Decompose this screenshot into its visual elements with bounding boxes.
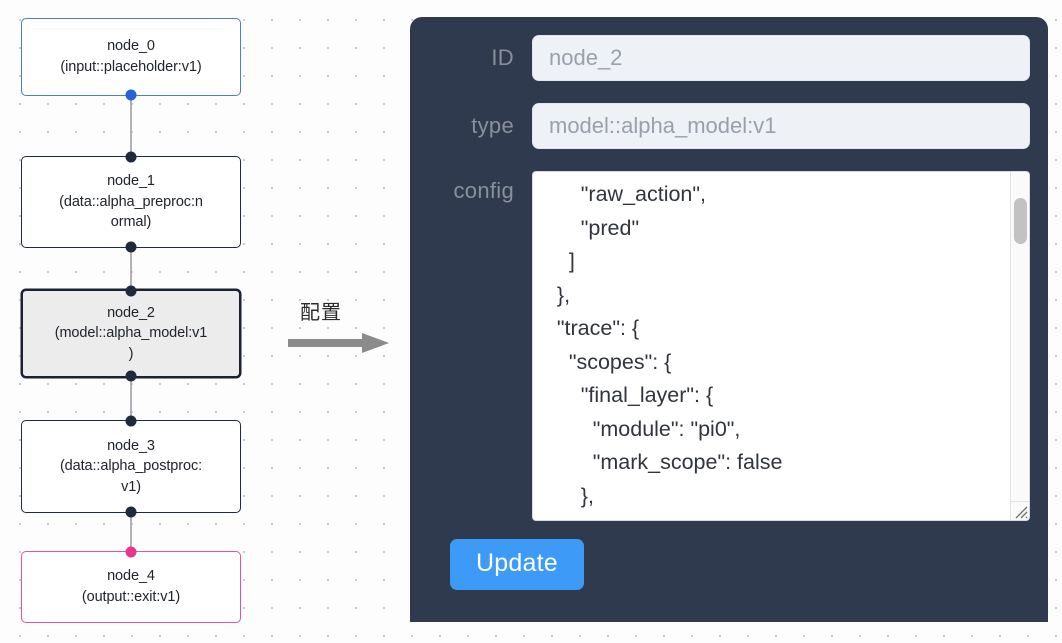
node-title: node_1 [107,173,155,190]
node-config-panel: ID node_2 type model::alpha_model:v1 con… [410,17,1048,622]
resize-grip-icon[interactable] [1010,501,1029,520]
configure-annotation: 配置 [288,296,398,366]
node-subtitle-line1: (data::alpha_preproc:n [59,193,203,210]
update-button[interactable]: Update [450,539,584,590]
field-row-type: type model::alpha_model:v1 [428,103,1030,149]
node-handle-bottom[interactable] [125,89,137,101]
vertical-scrollbar[interactable] [1010,172,1029,502]
id-field-label: ID [491,45,514,70]
node-title: node_0 [107,38,155,55]
annotation-label: 配置 [300,300,342,324]
config-textarea[interactable]: "raw_action", "pred" ] }, "trace": { "sc… [532,171,1030,521]
config-textarea-content[interactable]: "raw_action", "pred" ] }, "trace": { "sc… [556,182,783,520]
id-input[interactable]: node_2 [532,35,1030,81]
node-handle-top[interactable] [125,151,137,163]
panel-actions: Update [428,539,1030,590]
right-arrow-icon [288,332,390,354]
node-subtitle-line1: (model::alpha_model:v1 [54,325,208,342]
node-title: node_4 [107,568,155,585]
node-handle-bottom[interactable] [125,370,137,382]
node-subtitle-line1: (data::alpha_postproc: [59,458,203,475]
type-input[interactable]: model::alpha_model:v1 [532,103,1030,149]
node-handle-top[interactable] [125,285,137,297]
config-field-label: config [453,178,514,203]
edge-node1-node2 [130,246,132,291]
edge-node2-node3 [130,376,132,422]
graph-node-node_3[interactable]: node_3 (data::alpha_postproc: v1) [21,415,241,518]
node-handle-top[interactable] [125,415,137,427]
node-subtitle: (output::exit:v1) [81,589,181,605]
node-handle-bottom[interactable] [125,241,137,253]
node-handle-bottom[interactable] [125,506,137,518]
edge-node0-node1 [130,96,132,158]
node-handle-top[interactable] [125,546,137,558]
vertical-scrollbar-thumb[interactable] [1014,198,1027,244]
node-subtitle-line2: v1) [121,478,141,495]
field-row-config: config "raw_action", "pred" ] }, "trace"… [428,171,1030,521]
edge-node3-node4 [130,511,132,553]
type-field-label: type [471,113,514,138]
node-subtitle-line2: ) [128,345,134,362]
node-title: node_3 [107,437,155,454]
node-title: node_2 [107,304,155,321]
node-subtitle: (input::placeholder:v1) [60,59,202,75]
graph-node-node_4[interactable]: node_4 (output::exit:v1) [21,546,241,623]
graph-node-node_0[interactable]: node_0 (input::placeholder:v1) [21,18,241,101]
graph-node-node_2[interactable]: node_2 (model::alpha_model:v1 ) [21,285,241,382]
field-row-id: ID node_2 [428,35,1030,81]
node-subtitle-line2: ormal) [110,214,152,231]
graph-node-node_1[interactable]: node_1 (data::alpha_preproc:n ormal) [21,151,241,253]
